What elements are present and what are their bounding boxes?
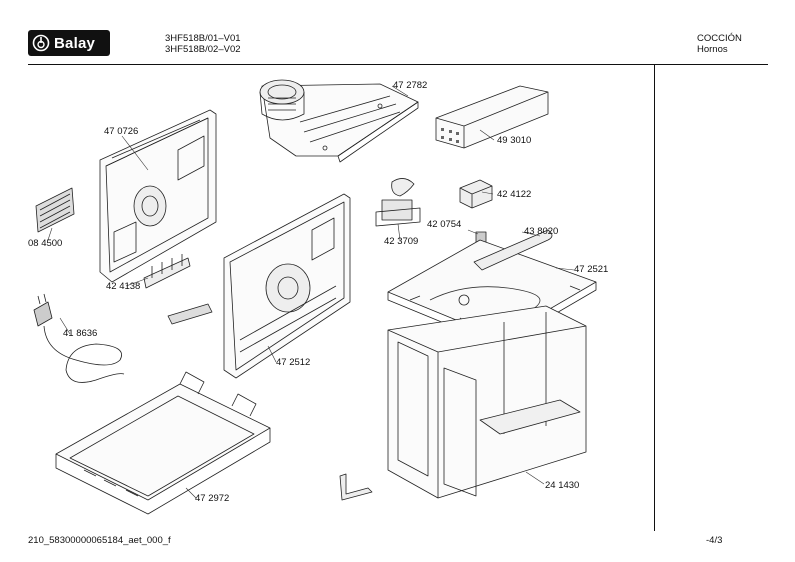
part-label-top-panel: 47 2521 (574, 264, 609, 275)
oven-cavity-housing (388, 306, 586, 498)
model-number-1: 3HF518B/01–V01 (165, 33, 241, 44)
part-label-terminal-cover: 42 4122 (497, 189, 532, 200)
part-label-fan-motor: 42 3709 (384, 236, 419, 247)
rear-oven-wall (224, 194, 350, 378)
part-label-control-frame: 47 0726 (104, 126, 139, 137)
page-number: -4/3 (706, 535, 723, 546)
part-label-rear-wall: 47 2512 (276, 357, 311, 368)
grease-filter (36, 188, 74, 232)
mounting-bracket (340, 474, 372, 500)
document-code: 210_58300000065184_aet_000_f (28, 535, 171, 546)
part-label-cable-bracket: 42 4138 (106, 281, 141, 292)
part-label-bottom-frame: 47 2972 (195, 493, 230, 504)
power-cord (34, 294, 124, 382)
category-title: COCCIÓN (697, 33, 742, 44)
brand-logo: Balay (28, 30, 110, 56)
part-label-power-cord: 41 8636 (63, 328, 98, 339)
cable-bracket (144, 254, 212, 324)
bottom-frame (56, 372, 270, 514)
header-divider (28, 64, 768, 65)
leader-lines (48, 86, 574, 498)
part-label-heating-element: 43 8020 (524, 226, 559, 237)
part-label-cavity-housing: 24 1430 (545, 480, 580, 491)
fan-cover-plate (260, 80, 418, 162)
balay-emblem-icon (32, 34, 50, 52)
terminal-cover (460, 180, 492, 208)
model-number-2: 3HF518B/02–V02 (165, 44, 241, 55)
control-panel-frame (100, 110, 216, 282)
brand-name: Balay (54, 34, 96, 52)
rear-casing (436, 86, 548, 148)
part-label-thermal-switch: 42 0754 (427, 219, 462, 230)
part-label-filter: 08 4500 (28, 238, 63, 249)
side-column-divider (654, 65, 655, 531)
fan-motor (376, 178, 420, 226)
category-subtitle: Hornos (697, 44, 728, 55)
part-label-rear-casing: 49 3010 (497, 135, 532, 146)
part-label-fan-cover: 47 2782 (393, 80, 428, 91)
